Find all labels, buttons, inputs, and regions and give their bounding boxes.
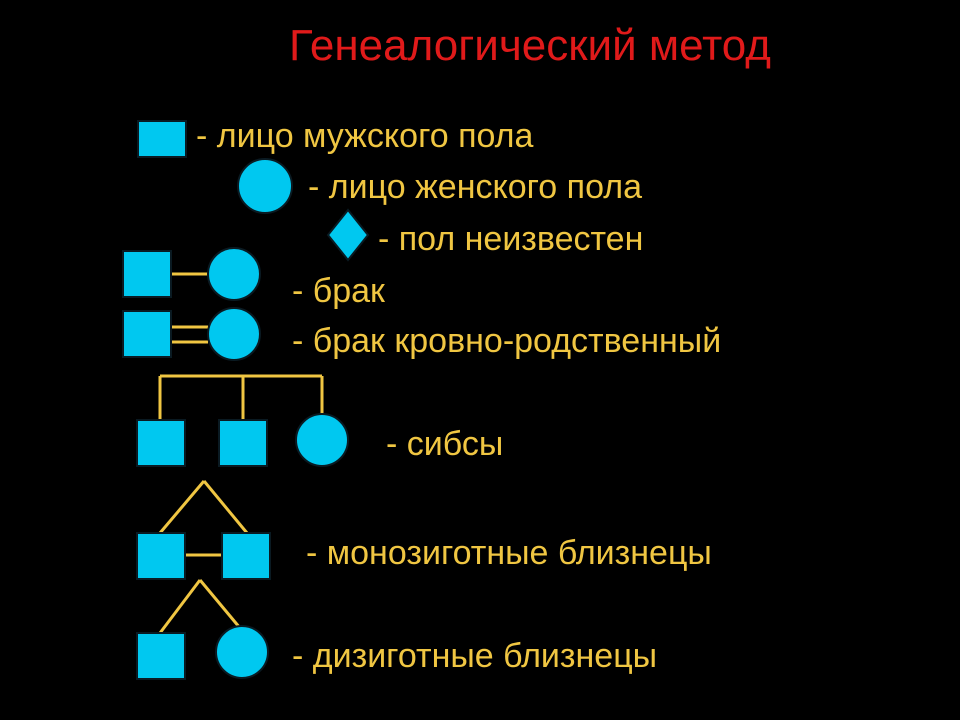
legend-label-unknown-sex: - пол неизвестен	[378, 220, 644, 258]
female-circle-icon	[237, 158, 293, 214]
marriage-icon	[122, 247, 261, 301]
legend-label-male: - лицо мужского пола	[196, 117, 534, 155]
page-title: Генеалогический метод	[289, 21, 771, 70]
legend-label-monozygotic-twins: - монозиготные близнецы	[306, 534, 712, 572]
unknown-sex-diamond-icon	[326, 208, 370, 262]
legend-label-siblings: - сибсы	[386, 425, 504, 463]
siblings-icon	[136, 374, 349, 467]
monozygotic-twins-icon	[136, 480, 271, 580]
male-square-icon	[137, 120, 187, 158]
legend-label-consanguineous-marriage: - брак кровно-родственный	[292, 322, 722, 360]
consanguineous-marriage-icon	[122, 307, 261, 361]
legend-label-marriage: - брак	[292, 272, 385, 310]
dizygotic-twins-icon	[136, 579, 269, 680]
legend-label-dizygotic-twins: - дизиготные близнецы	[292, 637, 658, 675]
legend-label-female: - лицо женского пола	[308, 168, 642, 206]
